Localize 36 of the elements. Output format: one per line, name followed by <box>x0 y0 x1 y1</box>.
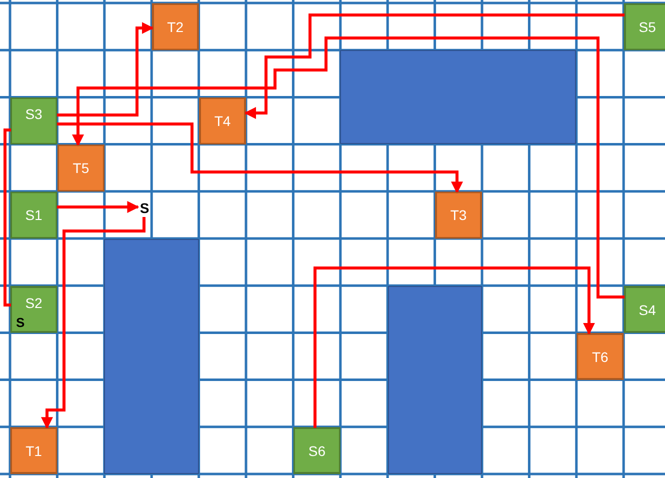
target-cell <box>577 334 623 380</box>
cell-label: T3 <box>450 208 467 224</box>
source-cell <box>11 98 56 144</box>
source-cell <box>624 4 665 50</box>
route-arrow <box>56 201 140 213</box>
endpoint-label: S <box>138 199 151 217</box>
cell-label: S6 <box>308 444 326 459</box>
cell-label: T1 <box>26 444 42 459</box>
cell-label: T5 <box>72 161 90 176</box>
target-cell <box>11 428 56 474</box>
route-arrow <box>314 266 595 428</box>
cell-label: T6 <box>592 350 608 365</box>
obstacle-block <box>388 286 482 474</box>
target-cell <box>152 4 198 50</box>
cell-label: S3 <box>25 107 42 122</box>
source-cell <box>624 286 665 332</box>
cell-label: S5 <box>638 20 656 35</box>
route-arrow <box>244 14 625 119</box>
route-arrow <box>56 122 463 194</box>
source-cell <box>11 286 56 332</box>
cell-label: T4 <box>214 114 231 130</box>
target-cell <box>200 98 246 144</box>
route-arrow <box>41 217 146 430</box>
obstacle-block <box>104 238 199 474</box>
cell-label: S4 <box>638 302 656 318</box>
cell-marker: S <box>16 316 25 330</box>
cell-label: T2 <box>167 20 184 35</box>
source-cell <box>294 428 340 474</box>
route-arrow <box>56 22 154 116</box>
source-cell <box>11 192 56 238</box>
cell-label: S2 <box>25 296 42 311</box>
target-cell <box>58 145 104 191</box>
route-arrow <box>72 36 625 298</box>
target-cell <box>436 192 482 238</box>
cell-label: S1 <box>25 208 42 224</box>
obstacle-block <box>340 50 576 144</box>
